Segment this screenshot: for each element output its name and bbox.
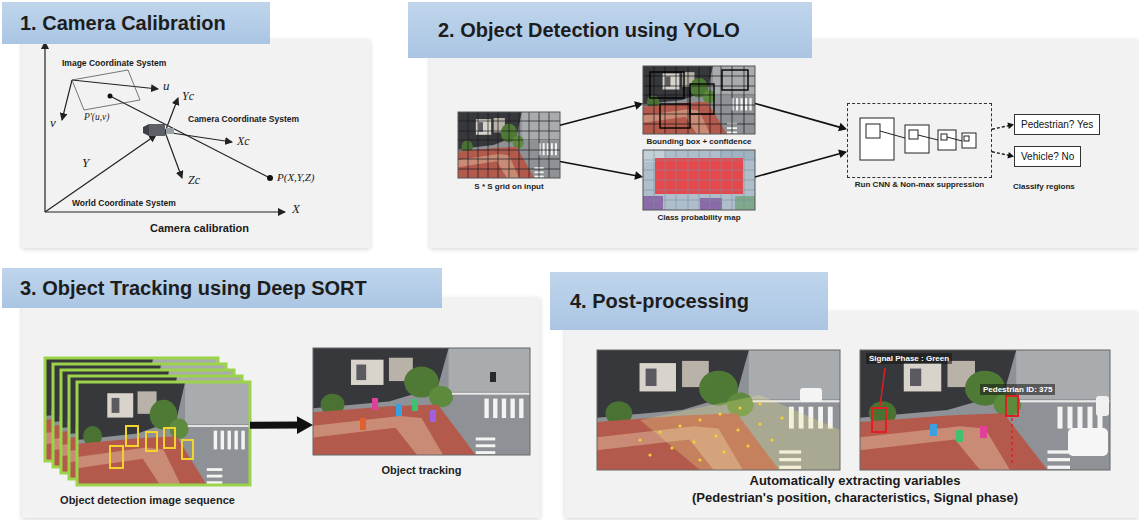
- connector-line: [755, 103, 840, 127]
- label-text: Yc: [182, 90, 194, 104]
- connector-line: [992, 126, 1009, 130]
- connector-line: [992, 152, 1009, 156]
- connector-line: [755, 154, 840, 177]
- label-text: Y: [82, 156, 89, 171]
- class-box: Vehicle? No: [1014, 146, 1081, 167]
- section-header: 2. Object Detection using YOLO: [408, 2, 812, 58]
- panel: [22, 40, 370, 248]
- label-text: Zc: [188, 174, 200, 188]
- output-image: [860, 350, 1110, 470]
- label-text: Pedestrian ID: 375: [980, 384, 1055, 395]
- class-box: Pedestrian? Yes: [1014, 114, 1100, 135]
- label-text: World Coordinate System: [72, 199, 176, 209]
- arrow-head: [634, 171, 643, 180]
- connector: [560, 101, 643, 125]
- section-header: 3. Object Tracking using Deep SORT: [2, 268, 442, 308]
- connector: [755, 150, 847, 177]
- arrow-head: [838, 123, 847, 131]
- connector-line: [560, 162, 636, 176]
- image-box: S * S grid on input: [458, 112, 560, 178]
- grid-image: [458, 112, 560, 178]
- caption-text: Run CNN & Non-max suppression: [855, 180, 984, 189]
- variables-image: [597, 350, 840, 470]
- caption-text: S * S grid on input: [474, 182, 543, 191]
- node-text: 1. Camera Calibration: [20, 12, 226, 35]
- node-text: 2. Object Detection using YOLO: [438, 19, 740, 42]
- section-header: 1. Camera Calibration: [2, 2, 270, 44]
- image-point: [108, 94, 113, 99]
- label-text: Camera Coordinate System: [188, 115, 299, 125]
- connector-line: [250, 422, 298, 429]
- label-text: P'(u,v): [84, 112, 110, 123]
- calibration-figure: [45, 42, 285, 212]
- class-map: [643, 150, 755, 210]
- node-text: Vehicle? No: [1021, 151, 1074, 162]
- connector: [992, 123, 1014, 130]
- image-box: Class probability map: [643, 150, 755, 210]
- label-text: Signal Phase : Green: [866, 353, 952, 364]
- cnn-symbol: [860, 118, 976, 160]
- section-header: 4. Post-processing: [550, 272, 828, 330]
- node-text: 3. Object Tracking using Deep SORT: [20, 277, 367, 300]
- tracking-image: [313, 348, 530, 455]
- label-text: X: [292, 202, 300, 217]
- frame-stack: [45, 358, 250, 485]
- node-text: 4. Post-processing: [570, 290, 749, 313]
- label-text: Camera calibration: [150, 222, 249, 235]
- image-plane: [70, 68, 142, 112]
- image-box: Object detection image sequence: [45, 358, 250, 485]
- image-box: Bounding box + confidence: [643, 66, 755, 134]
- connector-line: [560, 105, 636, 125]
- connector: [755, 103, 847, 131]
- node-text: Pedestrian? Yes: [1021, 119, 1093, 130]
- label-text: (Pedestrian's position, characteristics,…: [692, 491, 1018, 506]
- label-text: v: [50, 116, 56, 131]
- image-plane-border: [72, 70, 140, 110]
- connector: [560, 162, 643, 180]
- label-text: Classify regions: [1013, 182, 1075, 191]
- camera-symbol: [143, 124, 174, 136]
- label-text: P(X,Y,Z): [277, 171, 315, 184]
- connector: [992, 152, 1014, 159]
- image-box: Object tracking: [313, 348, 530, 455]
- label-text: u: [163, 79, 170, 94]
- arrow-head: [634, 101, 643, 110]
- world-point: [267, 175, 273, 181]
- label-text: Image Coordinate System: [62, 59, 166, 69]
- caption-text: Class probability map: [657, 213, 740, 222]
- arrow-head: [838, 150, 847, 158]
- caption-text: Bounding box + confidence: [646, 137, 751, 146]
- label-text: Automatically extracting variables: [750, 474, 961, 489]
- caption-text: Object tracking: [381, 464, 461, 476]
- connector: [250, 416, 313, 434]
- bbox-image: [643, 66, 755, 134]
- cnn-box: Run CNN & Non-max suppression: [847, 103, 992, 178]
- label-text: Xc: [237, 135, 250, 149]
- arrow-head: [297, 416, 313, 434]
- caption-text: Object detection image sequence: [60, 494, 235, 506]
